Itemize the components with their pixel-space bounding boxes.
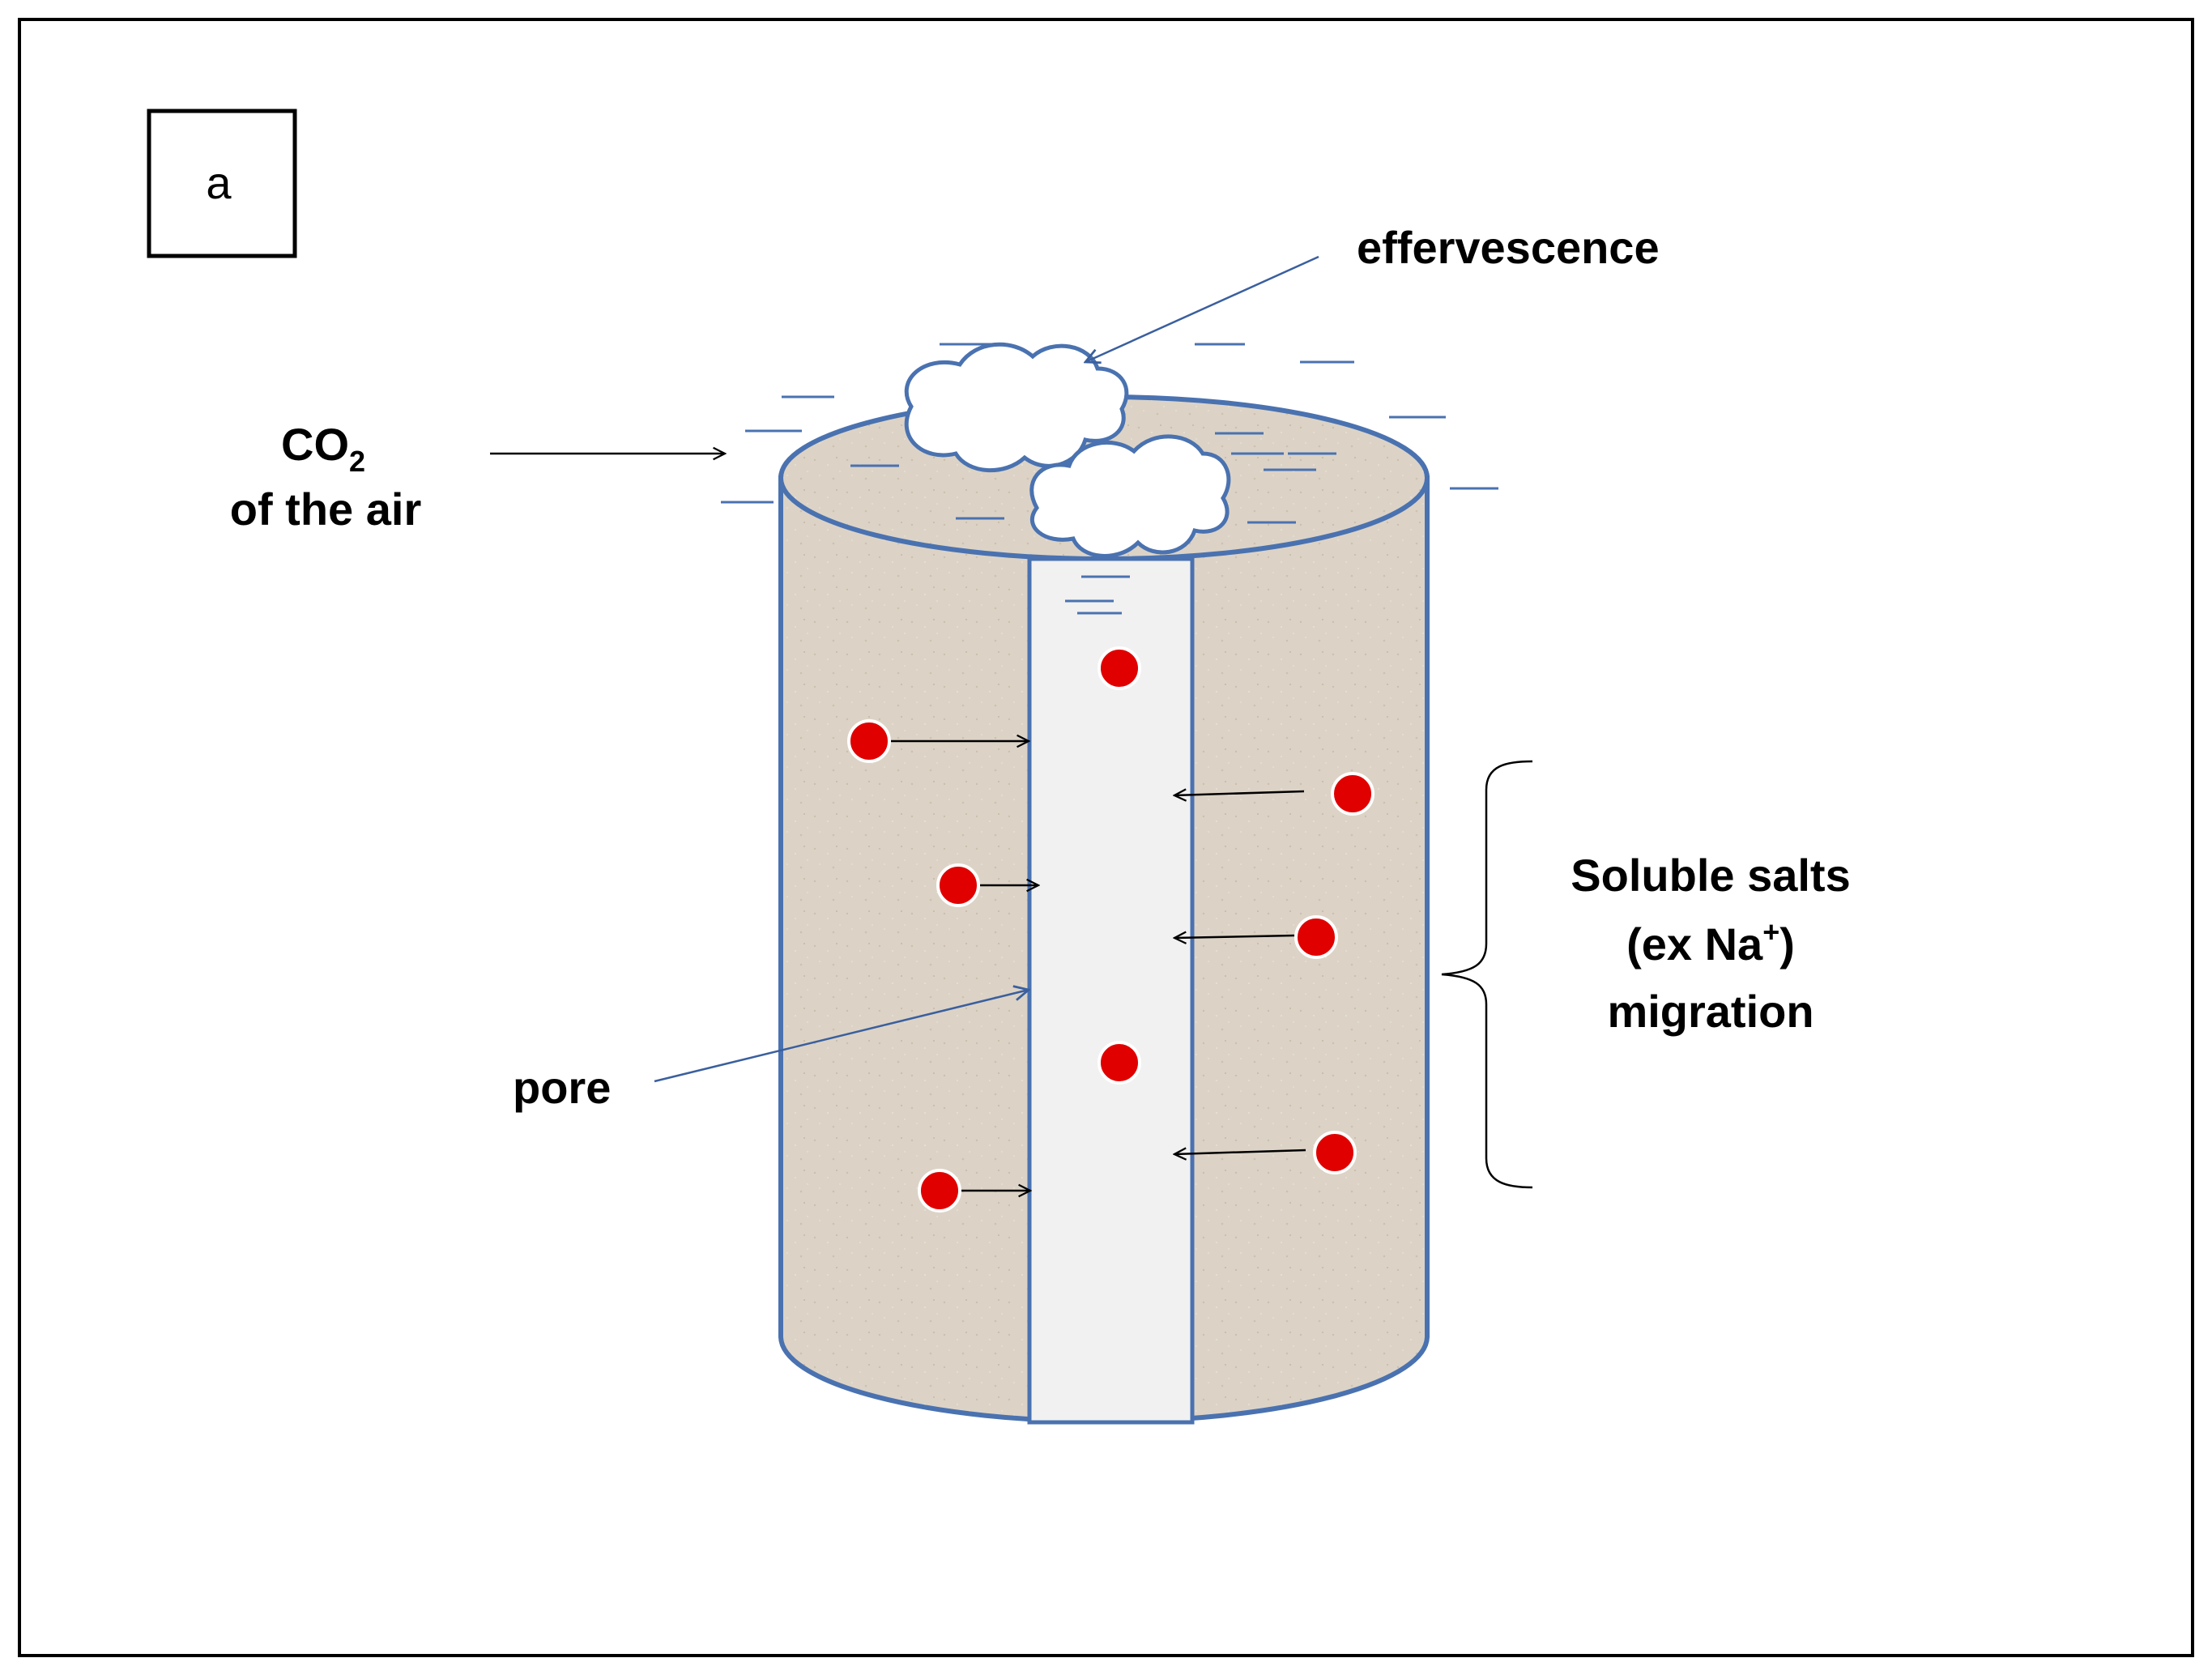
migration-brace xyxy=(1441,760,1533,1189)
outer-frame xyxy=(18,18,2194,1657)
effervescence-label: effervescence xyxy=(1357,222,1660,273)
salt-dot xyxy=(1294,915,1338,959)
panel-label: a xyxy=(206,157,232,208)
co2-label-main: CO xyxy=(281,419,349,470)
air-dashes xyxy=(721,343,1498,615)
effervescence-arrow xyxy=(1085,255,1319,362)
migration-arrows xyxy=(891,741,1306,1191)
salt-dot xyxy=(1097,1041,1141,1085)
co2-label: CO2 xyxy=(281,419,365,478)
salts-label-line1: Soluble salts xyxy=(1571,850,1850,901)
salts-label-line2-close: ) xyxy=(1779,918,1795,970)
salt-dot xyxy=(1331,772,1375,816)
salts-label-superscript: + xyxy=(1762,915,1779,948)
salt-dot xyxy=(847,719,891,763)
co2-label-line2: of the air xyxy=(230,484,421,535)
migration-arrow xyxy=(1174,936,1295,938)
pore-arrow xyxy=(654,990,1029,1083)
salt-dot xyxy=(1097,646,1141,690)
co2-label-subscript: 2 xyxy=(349,445,365,478)
salts-label-line2-main: (ex Na xyxy=(1626,918,1763,970)
pore-label: pore xyxy=(513,1062,611,1113)
pore-channel xyxy=(1027,556,1195,1425)
panel-label-box xyxy=(147,109,297,258)
migration-arrow xyxy=(1174,1150,1306,1154)
salt-dot xyxy=(936,863,980,907)
salt-dot xyxy=(918,1169,961,1213)
salts-label-line3: migration xyxy=(1607,986,1813,1037)
salts-label-line2: (ex Na+) xyxy=(1626,915,1795,970)
salt-particles xyxy=(847,646,1375,1213)
migration-arrow xyxy=(1174,791,1305,795)
cloud-icon xyxy=(904,342,1231,558)
salt-dot xyxy=(1313,1131,1357,1174)
